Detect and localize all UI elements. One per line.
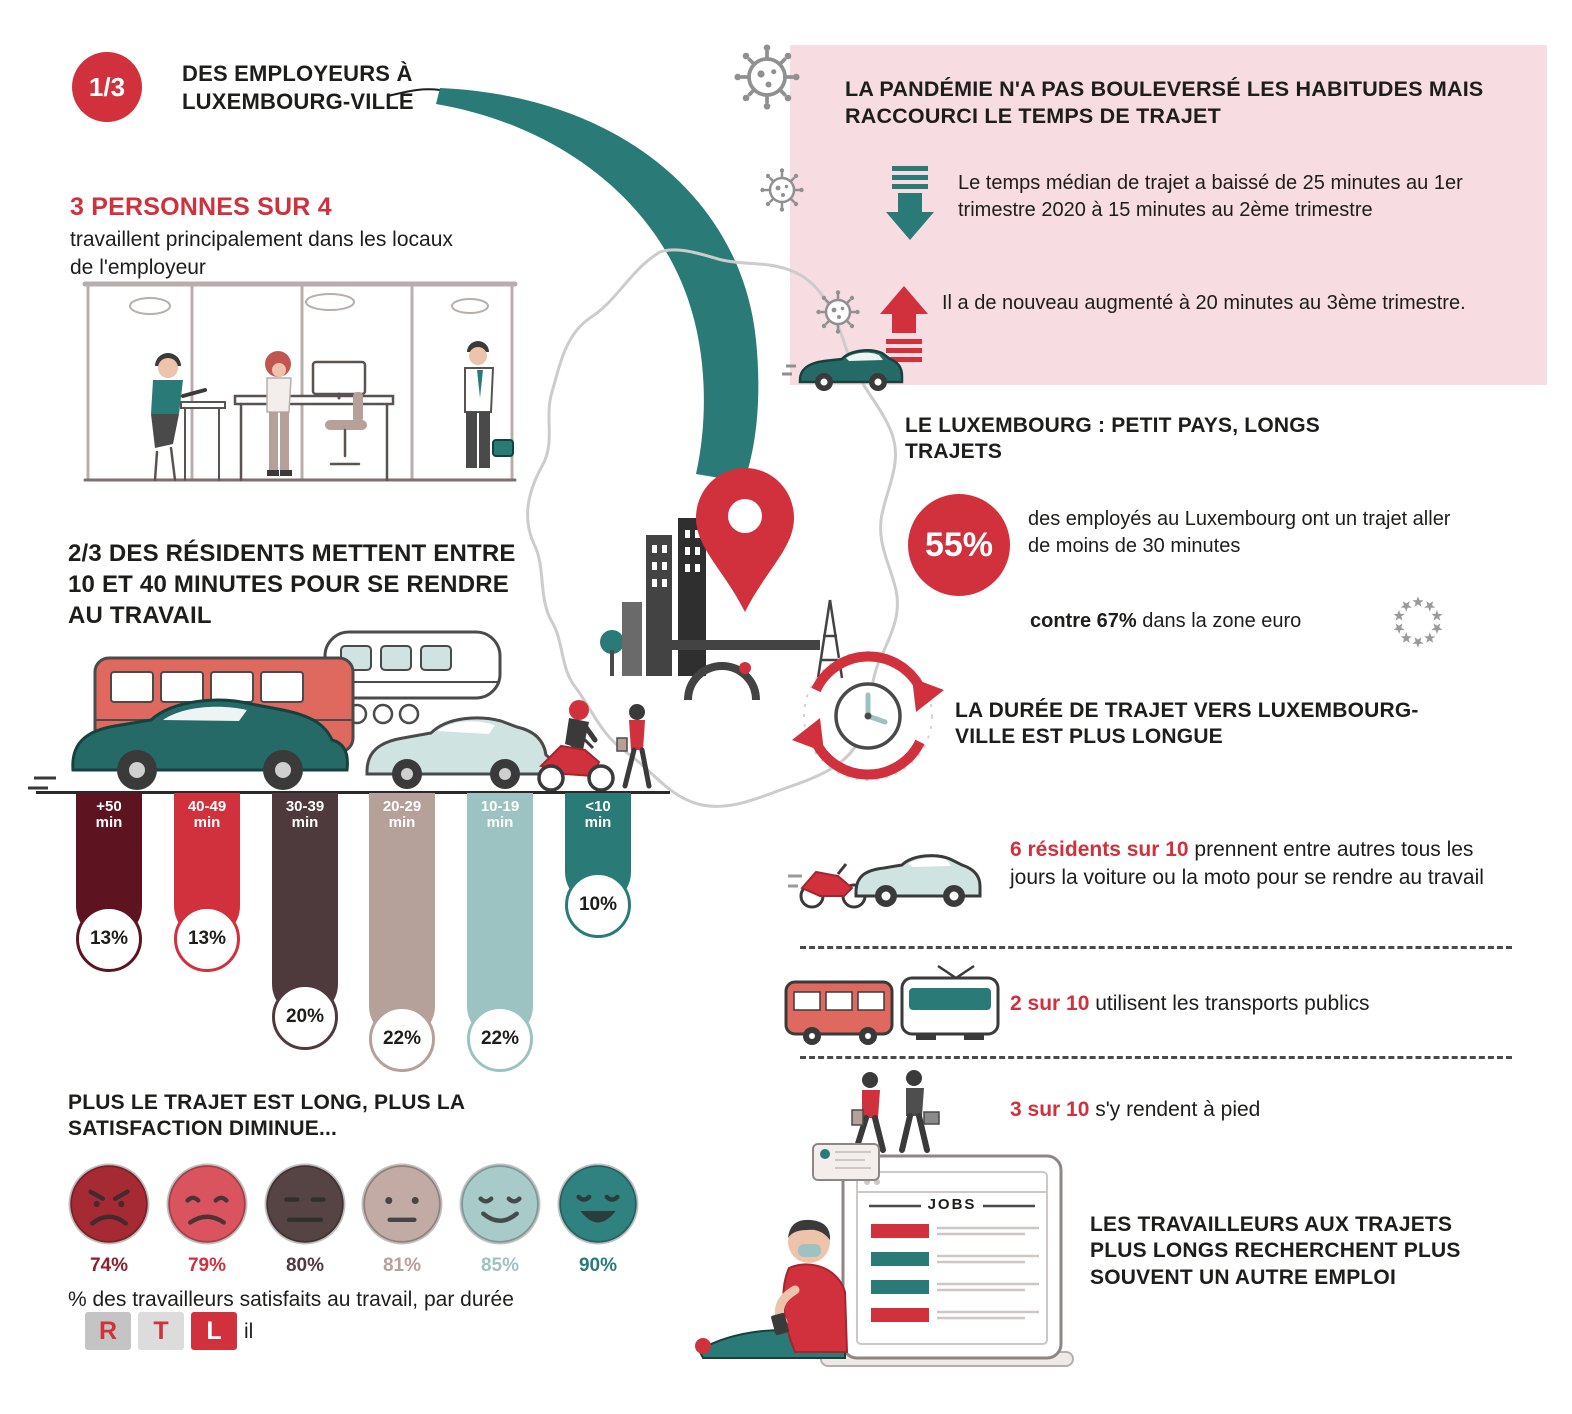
pedestrian-icon — [616, 704, 652, 789]
mode-car-text: 6 résidents sur 10 prennent entre autres… — [1010, 838, 1484, 890]
laptop-icon — [841, 1154, 1063, 1360]
satisfaction-value: 80% — [285, 1255, 325, 1276]
neutral-face-icon — [264, 1163, 346, 1245]
mode-public-text: 2 sur 10 utilisent les transports public… — [1010, 992, 1370, 1015]
pandemic-down-text: Le temps médian de trajet a baissé de 25… — [958, 172, 1463, 221]
train-icon — [323, 630, 502, 725]
satisfaction-caption: % des travailleurs satisfaits au travail… — [68, 1288, 514, 1311]
office-stat: 3 PERSONNES SUR 4 — [70, 193, 332, 221]
euro-stars-icon — [1391, 596, 1445, 648]
tower-icon — [646, 535, 672, 676]
bridge-icon — [660, 640, 820, 650]
satisfaction-value: 81% — [382, 1255, 422, 1276]
dashed-separator — [800, 1056, 1512, 1059]
commute-bar-value: 13% — [174, 906, 240, 972]
traffic-illustration — [28, 630, 652, 792]
satisfaction-face-very-happy: 90% — [553, 1160, 643, 1277]
duration-title: LA DURÉE DE TRAJET VERS LUXEMBOURG-VILLE… — [955, 699, 1419, 749]
meh-face-icon — [361, 1163, 443, 1245]
jobs-text: LES TRAVAILLEURS AUX TRAJETS PLUS LONGS … — [1090, 1213, 1461, 1289]
tower-icon — [678, 518, 706, 676]
stat-55-circle: 55% — [908, 494, 1010, 596]
pandemic-title: LA PANDÉMIE N'A PAS BOULEVERSÉ LES HABIT… — [845, 77, 1484, 128]
satisfaction-face-meh: 81% — [357, 1160, 447, 1277]
clock-cycle-icon — [792, 651, 944, 781]
rtl-logo-letter-l: L — [191, 1312, 237, 1350]
tower-eiffel-icon — [816, 599, 844, 679]
luxembourg-title: LE LUXEMBOURG : PETIT PAYS, LONGS TRAJET… — [905, 414, 1320, 464]
commute-bar-value: 22% — [467, 1006, 533, 1072]
office-text: travaillent principalement dans les loca… — [70, 228, 453, 280]
map-pin-icon — [696, 468, 794, 612]
euro-comparison-bold: contre 67% — [1030, 610, 1137, 632]
satisfaction-face-sad: 79% — [162, 1160, 252, 1277]
commute-bar-value: 13% — [76, 906, 142, 972]
office-illustration — [82, 281, 518, 482]
very-happy-face-icon — [557, 1163, 639, 1245]
satisfaction-value: 79% — [187, 1255, 227, 1276]
pandemic-up-text: Il a de nouveau augmenté à 20 minutes au… — [942, 292, 1466, 314]
commute-title: 2/3 DES RÉSIDENTS METTENT ENTRE 10 ET 40… — [68, 540, 516, 630]
car-light-icon — [365, 716, 555, 789]
happy-face-icon — [459, 1163, 541, 1245]
pedestrians-icon — [851, 1070, 940, 1153]
rtl-logo-letter-r: R — [85, 1312, 131, 1350]
dashed-separator — [800, 946, 1512, 949]
rtl-logo-letter-t: T — [138, 1312, 184, 1350]
satisfaction-value: 74% — [89, 1255, 129, 1276]
jobs-illustration — [695, 1143, 1074, 1367]
sad-face-icon — [166, 1163, 248, 1245]
car-dark-icon — [71, 698, 349, 790]
header-label: DES EMPLOYEURS À LUXEMBOURG-VILLE — [182, 61, 414, 114]
sitting-person-illustration — [695, 1219, 849, 1359]
euro-comparison-rest: dans la zone euro — [1136, 610, 1302, 632]
commute-bar-value: 20% — [272, 984, 338, 1050]
card-icon — [812, 1143, 880, 1181]
satisfaction-value: 85% — [480, 1255, 520, 1276]
commute-bar-value: 10% — [565, 872, 631, 938]
ground-line — [36, 791, 670, 794]
tree-icon — [600, 630, 624, 654]
swoosh-shape — [436, 88, 759, 482]
one-third-badge: 1/3 — [72, 52, 142, 122]
motorbike-car-icon — [788, 854, 982, 909]
rtl-logo: R T L il — [85, 1312, 253, 1350]
scooter-rider-icon — [537, 700, 615, 792]
bus-icon — [93, 656, 355, 768]
angry-face-icon — [68, 1163, 150, 1245]
jobs-screen-title: JOBS — [927, 1196, 977, 1213]
euro-comparison: contre 67% dans la zone euro — [1030, 608, 1390, 635]
satisfaction-face-angry: 74% — [64, 1160, 154, 1277]
stat-55-text: des employés au Luxembourg ont un trajet… — [1028, 508, 1451, 557]
satisfaction-title: PLUS LE TRAJET EST LONG, PLUS LA SATISFA… — [68, 1091, 465, 1141]
city-illustration — [600, 518, 844, 701]
bus-tram-icon — [784, 964, 1000, 1045]
satisfaction-caption-tail: il — [244, 1320, 254, 1343]
commute-bar-value: 22% — [369, 1006, 435, 1072]
mode-walk-text: 3 sur 10 s'y rendent à pied — [1010, 1098, 1261, 1121]
satisfaction-face-neutral: 80% — [260, 1160, 350, 1277]
satisfaction-face-happy: 85% — [455, 1160, 545, 1277]
satisfaction-value: 90% — [578, 1255, 618, 1276]
